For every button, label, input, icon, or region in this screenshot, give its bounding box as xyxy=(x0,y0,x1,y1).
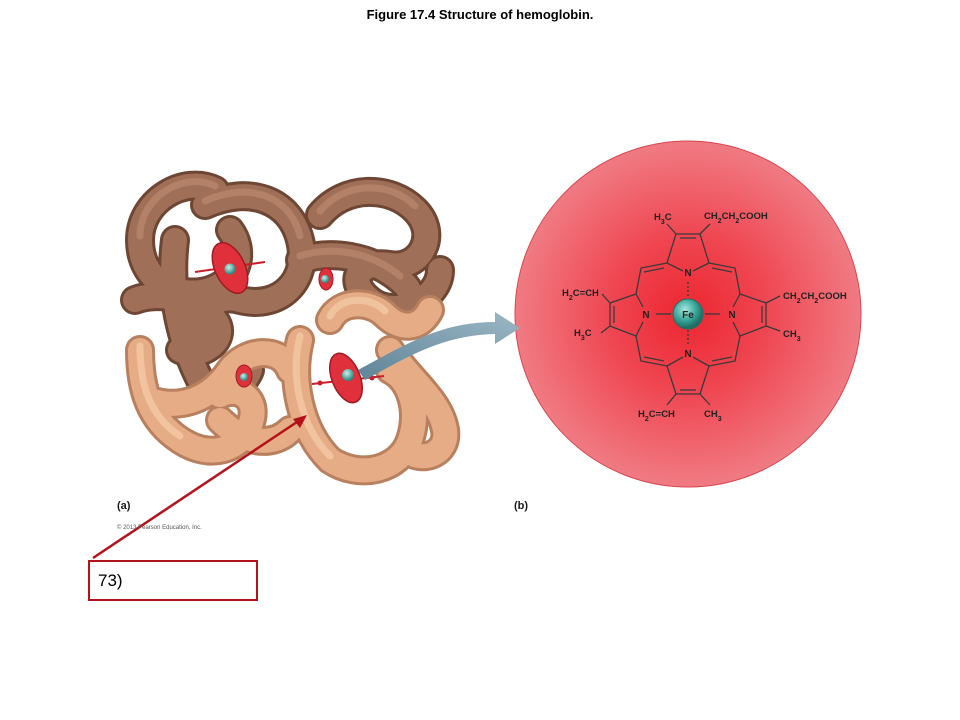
protein-structure xyxy=(120,170,461,486)
answer-box[interactable]: 73) xyxy=(88,560,258,601)
iron-atom-icon xyxy=(240,373,248,381)
heme-group-upper-right xyxy=(318,267,334,291)
substituent-top-left: H3C xyxy=(654,212,672,226)
iron-atom-icon xyxy=(672,298,704,330)
substituent-top-right: CH2CH2COOH xyxy=(704,211,768,225)
zoom-arrow-icon xyxy=(358,312,520,380)
nitrogen-right: N xyxy=(728,310,735,321)
nitrogen-top: N xyxy=(684,268,691,279)
question-number: 73) xyxy=(98,571,123,590)
heme-group-lower-left xyxy=(235,364,253,388)
iron-atom-icon xyxy=(224,263,236,275)
substituent-left-upper: H2C=CH xyxy=(562,288,599,302)
nitrogen-bottom: N xyxy=(684,349,691,360)
iron-atom-icon xyxy=(342,369,354,381)
nitrogen-left: N xyxy=(642,310,649,321)
substituent-bottom-right: CH3 xyxy=(704,409,722,423)
fe-label: Fe xyxy=(682,310,694,321)
heme-group-lower-right xyxy=(311,352,385,404)
panel-b-label: (b) xyxy=(514,500,529,512)
panel-a-label: (a) xyxy=(117,500,131,512)
iron-atom-icon xyxy=(321,275,329,283)
substituent-right-lower: CH3 xyxy=(783,329,801,343)
figure-title: Figure 17.4 Structure of hemoglobin. xyxy=(366,7,594,22)
substituent-bottom-left: H2C=CH xyxy=(638,409,675,423)
heme-group-upper-left xyxy=(194,241,266,295)
substituent-right-upper: CH2CH2COOH xyxy=(783,291,847,305)
substituent-left-lower: H3C xyxy=(574,328,592,342)
porphyrin-ring xyxy=(600,223,781,406)
pointer-line xyxy=(92,415,307,560)
copyright-notice: © 2013 Pearson Education, Inc. xyxy=(117,525,202,531)
